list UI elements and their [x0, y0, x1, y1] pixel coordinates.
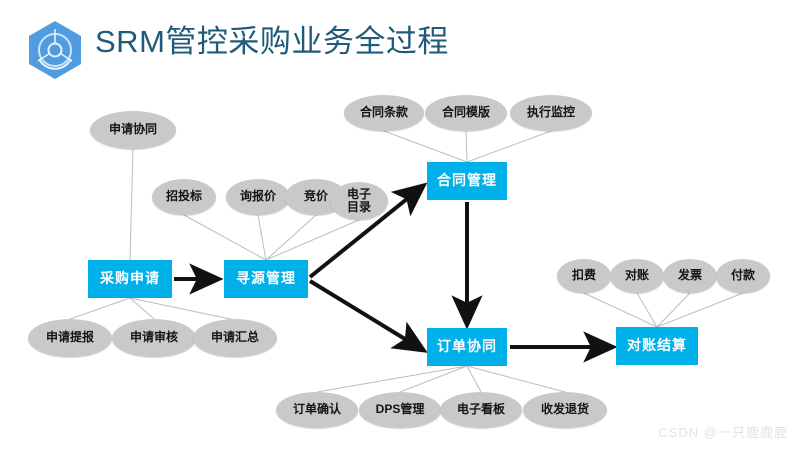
- node-exec-monitor[interactable]: 执行监控: [510, 95, 592, 131]
- node-label: 招投标: [165, 189, 202, 204]
- leader-lines-contract: [383, 130, 552, 163]
- node-label: 对账: [624, 268, 649, 283]
- node-label: 申请协同: [108, 122, 157, 137]
- node-label: 合同管理: [437, 172, 497, 189]
- node-label: 收发退货: [540, 402, 589, 417]
- node-label: 电子 目录: [346, 186, 371, 214]
- node-apply-review[interactable]: 申请审核: [112, 319, 196, 357]
- node-sourcing-mgmt[interactable]: 寻源管理: [224, 260, 308, 298]
- node-apply-summary[interactable]: 申请汇总: [193, 319, 277, 357]
- node-apply-submit[interactable]: 申请提报: [28, 319, 112, 357]
- node-label: 询报价: [239, 189, 276, 204]
- node-purchase-request[interactable]: 采购申请: [88, 260, 172, 298]
- node-contract-mgmt[interactable]: 合同管理: [427, 162, 507, 200]
- node-dps-mgmt[interactable]: DPS管理: [359, 392, 441, 428]
- node-e-catalog[interactable]: 电子 目录: [330, 182, 388, 220]
- node-deduction[interactable]: 扣费: [557, 259, 611, 293]
- node-order-collab[interactable]: 订单协同: [427, 328, 507, 366]
- node-label: 电子看板: [456, 402, 505, 417]
- node-label: 订单确认: [292, 402, 341, 417]
- node-label: 采购申请: [100, 270, 160, 287]
- node-contract-terms[interactable]: 合同条款: [344, 95, 424, 131]
- node-label: 执行监控: [526, 105, 575, 120]
- node-bidding[interactable]: 招投标: [152, 179, 216, 215]
- leader-lines-order: [316, 365, 566, 393]
- node-apply-collab[interactable]: 申请协同: [90, 111, 176, 149]
- arrow-sourcing-to-order: [308, 279, 428, 353]
- node-label: DPS管理: [375, 402, 425, 417]
- node-label: 寻源管理: [236, 270, 296, 287]
- node-order-confirm[interactable]: 订单确认: [276, 392, 358, 428]
- node-e-kanban[interactable]: 电子看板: [440, 392, 522, 428]
- leader-lines-sourcing: [183, 214, 360, 261]
- node-contract-template[interactable]: 合同模版: [425, 95, 507, 131]
- node-settlement[interactable]: 对账结算: [616, 327, 698, 365]
- node-label: 扣费: [571, 268, 596, 283]
- node-receive-return[interactable]: 收发退货: [523, 392, 607, 428]
- node-label: 对账结算: [627, 337, 687, 354]
- watermark: CSDN @一只鹿鹿鹿: [658, 425, 788, 440]
- node-label: 申请审核: [129, 330, 178, 345]
- node-label: 竞价: [303, 189, 328, 204]
- node-inquiry-quote[interactable]: 询报价: [226, 179, 290, 215]
- page-header: SRM管控采购业务全过程: [0, 0, 800, 86]
- node-label: 合同模版: [441, 105, 490, 120]
- node-reconcile[interactable]: 对账: [610, 259, 664, 293]
- node-label: 发票: [677, 268, 702, 283]
- hexagon-emblem-icon: [25, 19, 85, 81]
- node-label: 订单协同: [437, 338, 497, 355]
- node-label: 付款: [730, 268, 755, 283]
- leader-lines-settlement: [583, 292, 744, 328]
- node-label: 申请提报: [45, 330, 94, 345]
- node-payment[interactable]: 付款: [716, 259, 770, 293]
- node-invoice[interactable]: 发票: [663, 259, 717, 293]
- page-title: SRM管控采购业务全过程: [95, 24, 449, 59]
- node-label: 合同条款: [359, 105, 408, 120]
- node-label: 申请汇总: [210, 330, 259, 345]
